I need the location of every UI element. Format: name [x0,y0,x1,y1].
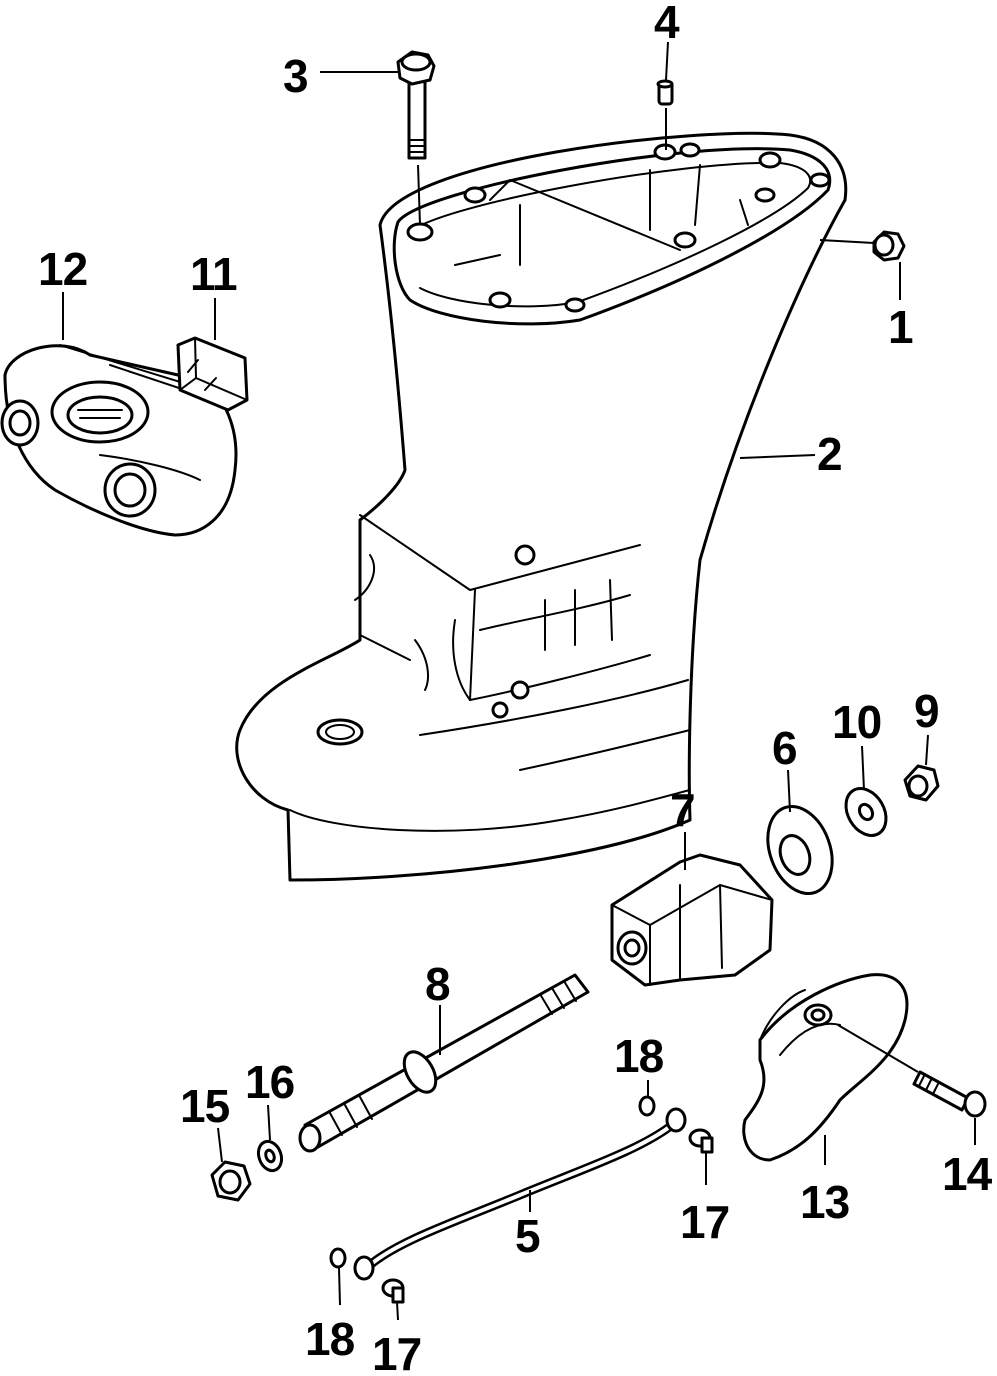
part-8-through-bolt [298,973,590,1153]
part-10-washer [844,787,888,837]
part-9-nut [903,764,940,802]
callout-15: 15 [180,1080,230,1132]
callout-12: 12 [38,243,87,295]
callout-14: 14 [942,1148,993,1200]
callout-11: 11 [190,248,237,300]
callout-5: 5 [515,1210,540,1262]
part-2-driveshaft-housing [235,131,848,882]
part-14-bolt [912,1070,987,1118]
part-18-lock-washer-upper [638,1095,656,1117]
part-18-lock-washer-lower [329,1247,347,1269]
callout-labels: 1 2 3 4 12 11 6 10 9 7 8 18 15 16 14 13 … [38,0,994,1376]
callout-2: 2 [817,428,842,480]
part-15-nut [210,1160,252,1202]
callout-10: 10 [832,696,881,748]
part-5-ground-strap [353,1107,687,1281]
part-11-rubber-pad [176,336,249,412]
callout-17-upper: 17 [680,1196,729,1248]
callout-9: 9 [914,685,939,737]
part-4-dowel-pin [656,79,674,106]
callout-1: 1 [888,301,913,353]
part-16-washer [256,1139,284,1173]
part-12-upper-mount-bracket [0,344,238,537]
callout-6: 6 [772,722,797,774]
callout-4: 4 [654,0,680,48]
part-1-nut [872,230,906,262]
callout-18-upper: 18 [614,1030,664,1082]
part-7-lower-mount [610,853,774,987]
part-6-washer [766,804,834,896]
leader-lines [62,41,976,1321]
part-17-screw-upper [688,1128,714,1154]
callout-13: 13 [800,1176,849,1228]
part-13-lower-mount-cover [742,973,909,1162]
part-17-screw-lower [381,1278,405,1304]
callout-18-lower: 18 [305,1313,355,1365]
callout-16: 16 [245,1056,294,1108]
part-3-bolt [396,50,436,160]
callout-8: 8 [425,958,450,1010]
callout-3: 3 [283,50,308,102]
callout-7: 7 [670,784,695,836]
callout-17-lower: 17 [372,1328,421,1376]
